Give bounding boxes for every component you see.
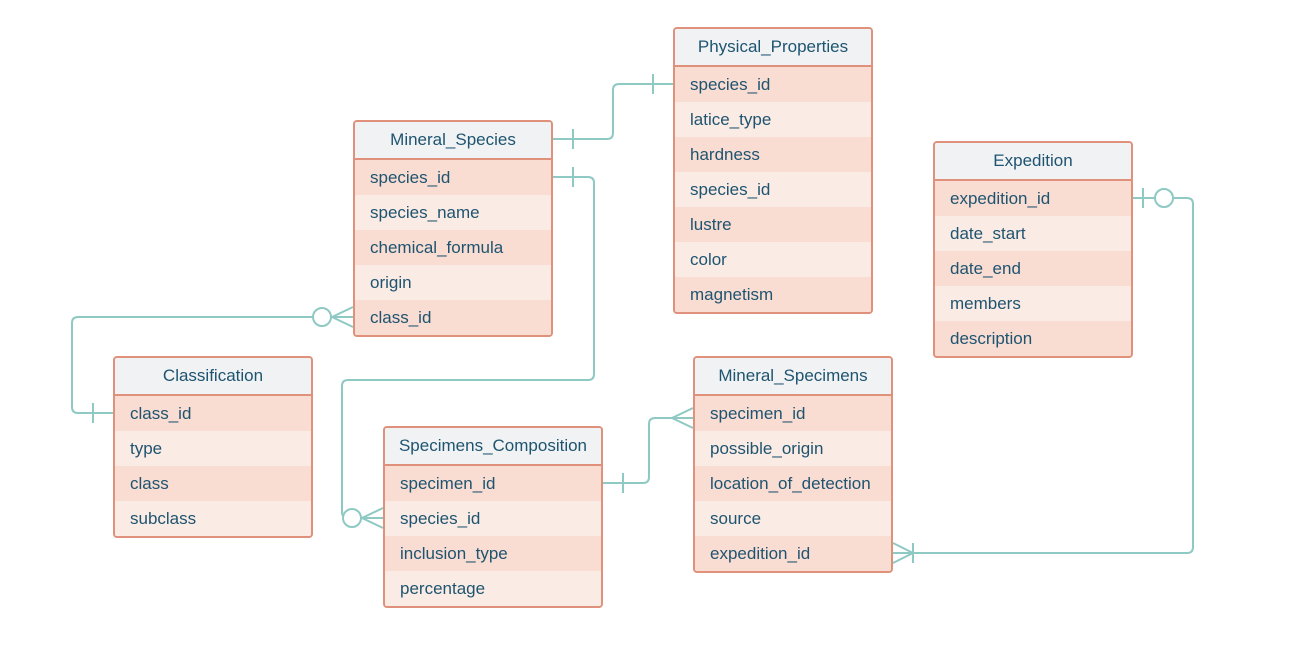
- field-row: origin: [355, 265, 551, 300]
- entity-title: Mineral_Species: [355, 122, 551, 160]
- field-row: description: [935, 321, 1131, 356]
- field-row: class_id: [115, 396, 311, 431]
- field-row: hardness: [675, 137, 871, 172]
- field-row: class_id: [355, 300, 551, 335]
- field-row: color: [675, 242, 871, 277]
- field-row: subclass: [115, 501, 311, 536]
- field-row: species_id: [385, 501, 601, 536]
- field-row: source: [695, 501, 891, 536]
- relation-species-physical[interactable]: [553, 74, 673, 149]
- entity-classification[interactable]: Classification class_id type class subcl…: [113, 356, 313, 538]
- field-row: specimen_id: [695, 396, 891, 431]
- entity-specimens-composition[interactable]: Specimens_Composition specimen_id specie…: [383, 426, 603, 608]
- field-row: species_name: [355, 195, 551, 230]
- field-row: magnetism: [675, 277, 871, 312]
- field-row: chemical_formula: [355, 230, 551, 265]
- field-row: class: [115, 466, 311, 501]
- field-row: possible_origin: [695, 431, 891, 466]
- relation-composition-specimens[interactable]: [603, 407, 694, 493]
- entity-title: Mineral_Specimens: [695, 358, 891, 396]
- field-row: date_end: [935, 251, 1131, 286]
- field-row: specimen_id: [385, 466, 601, 501]
- entity-title: Classification: [115, 358, 311, 396]
- field-row: species_id: [675, 172, 871, 207]
- entity-mineral-species[interactable]: Mineral_Species species_id species_name …: [353, 120, 553, 337]
- field-row: date_start: [935, 216, 1131, 251]
- field-row: type: [115, 431, 311, 466]
- entity-title: Physical_Properties: [675, 29, 871, 67]
- field-row: species_id: [355, 160, 551, 195]
- entity-title: Expedition: [935, 143, 1131, 181]
- field-row: inclusion_type: [385, 536, 601, 571]
- field-row: species_id: [675, 67, 871, 102]
- field-row: expedition_id: [695, 536, 891, 571]
- entity-title: Specimens_Composition: [385, 428, 601, 466]
- field-row: lustre: [675, 207, 871, 242]
- entity-mineral-specimens[interactable]: Mineral_Specimens specimen_id possible_o…: [693, 356, 893, 573]
- field-row: location_of_detection: [695, 466, 891, 501]
- entity-physical-properties[interactable]: Physical_Properties species_id latice_ty…: [673, 27, 873, 314]
- field-row: members: [935, 286, 1131, 321]
- field-row: percentage: [385, 571, 601, 606]
- field-row: expedition_id: [935, 181, 1131, 216]
- field-row: latice_type: [675, 102, 871, 137]
- entity-expedition[interactable]: Expedition expedition_id date_start date…: [933, 141, 1133, 358]
